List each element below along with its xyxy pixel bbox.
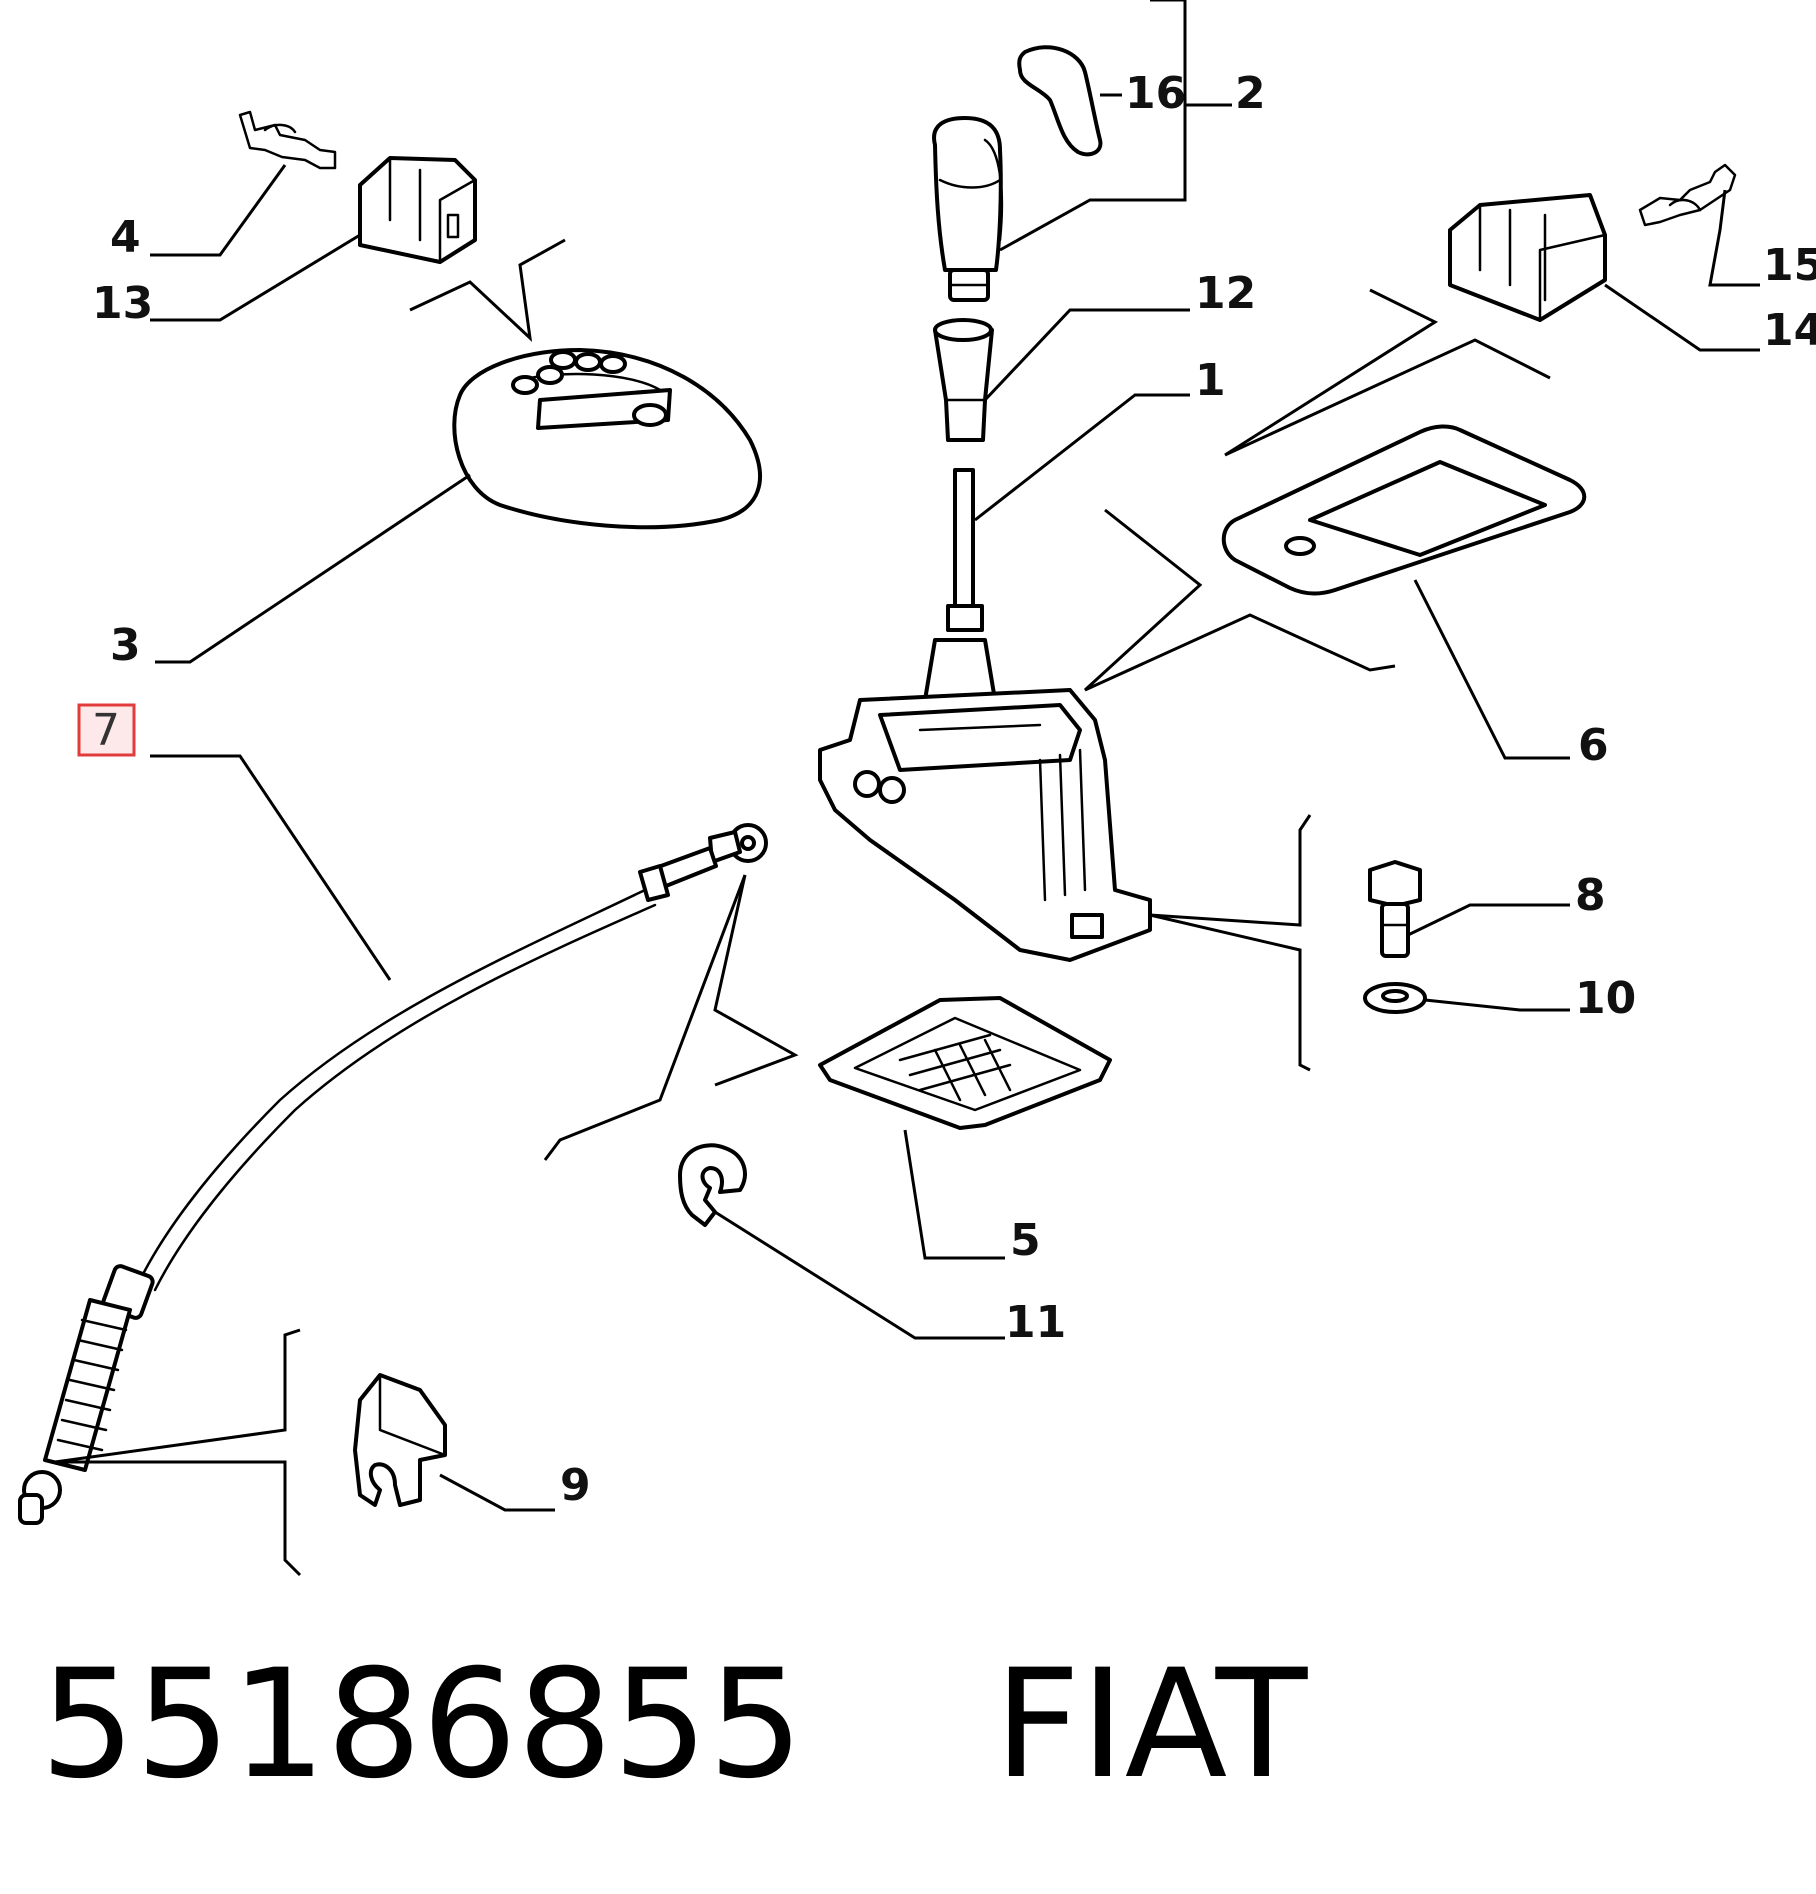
part-7-gear-cable — [18, 823, 768, 1525]
callout-10[interactable]: 10 — [1575, 973, 1636, 1024]
part-2-gear-knob — [932, 116, 1004, 302]
highlight-box-7 — [77, 703, 136, 757]
part-14-connector — [1448, 193, 1607, 322]
part-4-terminal — [238, 110, 337, 170]
callout-8[interactable]: 8 — [1575, 870, 1606, 921]
part-15-terminal — [1638, 163, 1737, 227]
callout-4[interactable]: 4 — [110, 212, 141, 263]
part-16-knob-cap — [1017, 45, 1103, 157]
callout-1[interactable]: 1 — [1195, 355, 1226, 406]
brand-name: FIAT — [994, 1638, 1308, 1812]
part-3-selector-cover — [452, 348, 762, 530]
callout-7[interactable]: 7 — [92, 705, 120, 756]
callout-9[interactable]: 9 — [560, 1460, 591, 1511]
part-13-connector — [358, 156, 477, 264]
callout-16[interactable]: 16 — [1125, 68, 1186, 119]
part-11-clip — [678, 1143, 747, 1227]
leader-lines — [54, 0, 1760, 1577]
part-8-bolt — [1368, 860, 1422, 958]
callout-15[interactable]: 15 — [1763, 240, 1816, 291]
part-9-retaining-clip — [353, 1373, 447, 1507]
part-5-bottom-plate — [818, 996, 1112, 1130]
callout-12[interactable]: 12 — [1195, 268, 1256, 319]
part-1-shift-lever-housing — [818, 468, 1152, 962]
callout-5[interactable]: 5 — [1010, 1215, 1041, 1266]
callout-14[interactable]: 14 — [1763, 305, 1816, 356]
callout-3[interactable]: 3 — [110, 620, 141, 671]
callout-2[interactable]: 2 — [1235, 68, 1266, 119]
part-number: 55186855 — [40, 1638, 804, 1812]
callout-13[interactable]: 13 — [92, 278, 153, 329]
part-6-gasket-plate — [1221, 424, 1587, 596]
callout-labels: 16 2 4 13 12 15 14 1 3 7 6 8 10 5 11 9 — [92, 68, 1816, 1511]
caption-spacer — [803, 1638, 994, 1812]
part-12-adapter-sleeve — [933, 318, 994, 442]
callout-11[interactable]: 11 — [1005, 1297, 1066, 1348]
footer-caption: 55186855 FIAT — [40, 1650, 1307, 1800]
part-10-washer — [1363, 982, 1427, 1014]
callout-6[interactable]: 6 — [1578, 720, 1609, 771]
